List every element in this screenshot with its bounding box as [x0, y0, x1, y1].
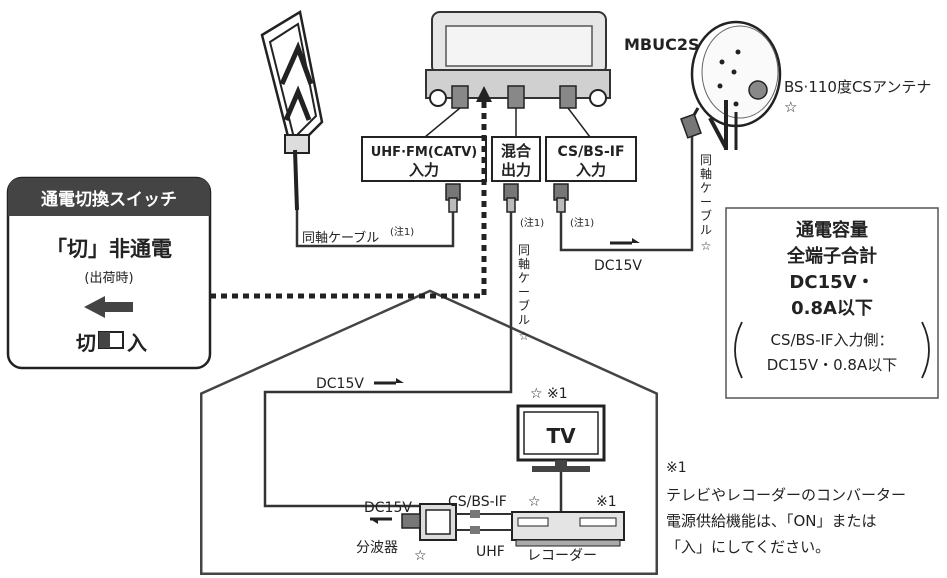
connector-cs	[553, 183, 569, 213]
coax-vchar: ー	[518, 285, 530, 299]
dc-arrow-cs-icon	[610, 238, 640, 245]
splitter-label: 分波器	[356, 540, 398, 556]
port-cs-line1: CS/BS-IF	[557, 144, 624, 160]
footnote-line: 「入」にしてください。	[666, 538, 830, 556]
capacity-paren1: CS/BS-IF入力側：	[770, 331, 893, 349]
splitter-star: ☆	[414, 548, 427, 564]
bs-cs-dish-icon	[680, 20, 782, 150]
port-leader-cs	[567, 107, 591, 138]
port-leader-uhf	[424, 107, 461, 138]
cable-cs	[559, 122, 694, 252]
uhf-antenna-icon	[260, 10, 324, 211]
coax-vchar: ☆	[701, 239, 712, 253]
antenna-star: ☆	[784, 98, 797, 116]
switch-panel-title: 通電切換スイッチ	[41, 189, 177, 210]
port-cs-line2: 入力	[576, 161, 606, 179]
paren-right	[921, 321, 930, 379]
switch-indicator-arrowhead	[476, 86, 492, 102]
capacity-line1: 通電容量	[796, 219, 868, 241]
paren-left	[734, 321, 743, 379]
footnote-line: テレビやレコーダーのコンバーター	[666, 486, 906, 504]
coax-vchar: 同	[700, 153, 712, 167]
port-mix-line1: 混合	[501, 142, 532, 160]
coax-vchar: ブ	[700, 208, 712, 223]
port-uhf-line1: UHF·FM(CATV)	[371, 145, 477, 160]
coax-vchar: ル	[700, 223, 712, 237]
capacity-box	[725, 207, 939, 399]
recorder-star: ☆	[528, 494, 541, 510]
port-uhf-line2: 入力	[409, 161, 439, 179]
capacity-line2: 全端子合計	[786, 245, 877, 267]
coax-label-vertical-dish: 同 軸 ケ ー ブ ル ☆	[700, 153, 712, 253]
dc-arrow-splitter-icon	[370, 517, 392, 524]
coax-vchar: ブ	[518, 298, 530, 313]
coax-vchar: ☆	[519, 329, 530, 343]
capacity-paren2: DC15V・0.8A以下	[767, 356, 898, 374]
recorder-icon	[511, 511, 625, 547]
coax-label-uhf: 同軸ケーブル	[302, 230, 379, 246]
splitter-icon	[401, 503, 512, 541]
coax-vchar: 軸	[700, 167, 712, 181]
coax-label-vertical-mix: 同 軸 ケ ー ブ ル ☆	[518, 243, 530, 343]
uhf-label: UHF	[476, 544, 505, 560]
booster-device	[425, 11, 611, 109]
dc15v-label-house: DC15V	[316, 376, 364, 392]
dc15v-label-splitter: DC15V	[364, 500, 412, 516]
coax-vchar: 同	[518, 243, 530, 257]
tv-label: TV	[546, 424, 576, 448]
cs-bs-if-label: CS/BS-IF	[448, 494, 507, 510]
recorder-mark: ※1	[596, 494, 617, 510]
port-box-cs	[545, 136, 637, 182]
port-box-mix	[491, 136, 541, 182]
note-ref-mix: (注1)	[520, 216, 544, 229]
coax-vchar: ケ	[700, 181, 712, 195]
coax-vchar: ー	[700, 195, 712, 209]
footnote-line: 電源供給機能は、「ON」または	[666, 512, 877, 530]
model-name: MBUC2S	[624, 35, 700, 54]
switch-off-label: 切	[76, 331, 96, 355]
connector-uhf	[445, 183, 461, 213]
connector-mix	[503, 183, 519, 213]
switch-on-label: 入	[127, 331, 147, 355]
dc-arrow-house-icon	[374, 378, 404, 385]
footnote-mark: ※1	[666, 460, 687, 476]
cable-mix	[263, 212, 513, 508]
slide-switch-icon	[98, 331, 124, 349]
switch-state: 「切」非通電	[46, 237, 172, 261]
left-arrow-icon	[84, 296, 133, 318]
switch-panel: 通電切換スイッチ 「切」非通電 (出荷時) 切 入	[6, 176, 212, 370]
capacity-line3: DC15V・	[789, 272, 874, 293]
recorder-label: レコーダー	[527, 548, 597, 564]
capacity-line4: 0.8A以下	[791, 298, 873, 319]
house-inner	[202, 292, 656, 573]
tv-mark: ☆ ※1	[530, 386, 568, 402]
dc15v-label-cs: DC15V	[594, 258, 642, 274]
tv-icon	[516, 404, 606, 472]
note-ref-uhf: (注1)	[390, 225, 414, 238]
coax-vchar: ケ	[518, 271, 530, 285]
switch-shipped-note: (出荷時)	[84, 271, 133, 286]
cable-uhf	[295, 210, 455, 248]
note-ref-cs: (注1)	[570, 216, 594, 229]
port-mix-line2: 出力	[501, 161, 531, 179]
antenna-label: BS·110度CSアンテナ	[784, 78, 931, 96]
coax-vchar: 軸	[518, 257, 530, 271]
switch-indicator-line	[210, 100, 487, 299]
coax-vchar: ル	[518, 313, 530, 327]
